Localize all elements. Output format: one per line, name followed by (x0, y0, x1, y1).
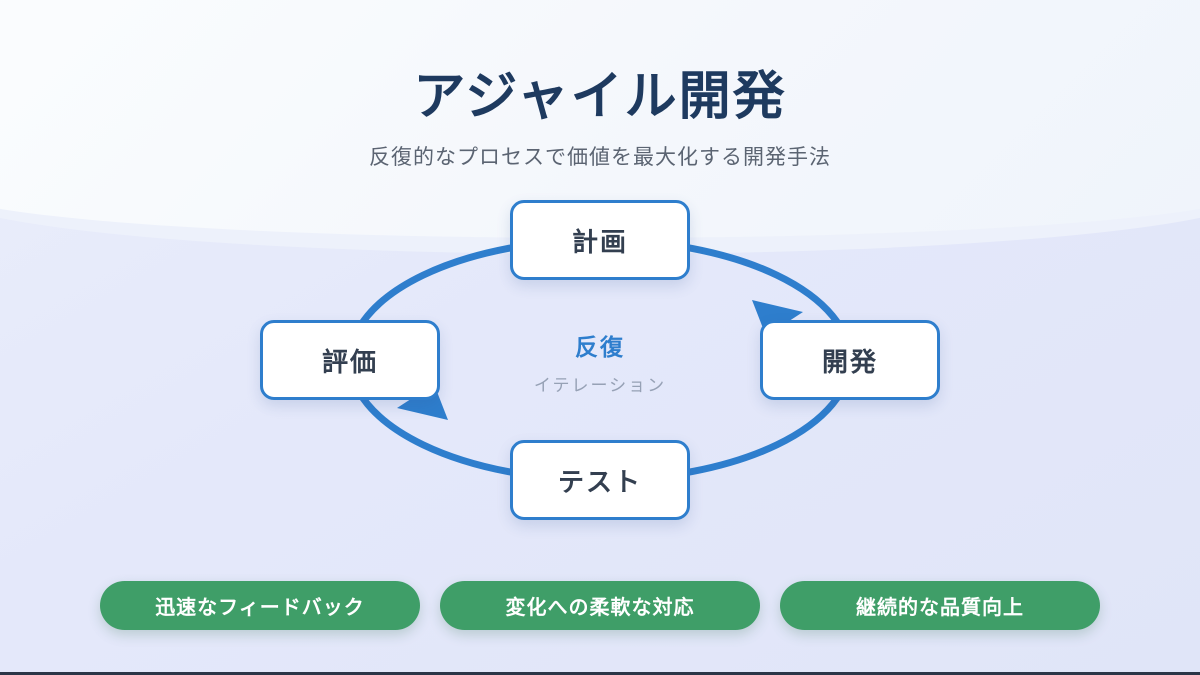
benefit-badge-label: 継続的な品質向上 (856, 595, 1024, 619)
cycle-node-label: 評価 (321, 347, 378, 378)
slide-header: アジャイル開発 反復的なプロセスで価値を最大化する開発手法 (0, 0, 1200, 171)
bottom-accent-bar (0, 672, 1200, 675)
cycle-node-evaluate: 評価 (260, 320, 440, 400)
page-subtitle: 反復的なプロセスで価値を最大化する開発手法 (369, 144, 831, 169)
benefit-badge-flexibility: 変化への柔軟な対応 (440, 581, 760, 630)
cycle-node-label: 計画 (571, 227, 628, 258)
cycle-node-test: テスト (510, 440, 690, 520)
cycle-node-plan: 計画 (510, 200, 690, 280)
benefit-badge-feedback: 迅速なフィードバック (100, 581, 420, 630)
page-title: アジャイル開発 (413, 67, 787, 127)
cycle-center-subtitle: イテレーション (533, 376, 667, 396)
cycle-node-label: 開発 (821, 347, 878, 378)
benefit-badges: 迅速なフィードバック 変化への柔軟な対応 継続的な品質向上 (100, 581, 1100, 630)
benefit-badge-label: 迅速なフィードバック (155, 595, 365, 619)
background-wave-top (0, 0, 1200, 238)
benefit-badge-label: 変化への柔軟な対応 (505, 595, 695, 619)
cycle-center-label: 反復 イテレーション (500, 328, 700, 396)
cycle-node-develop: 開発 (760, 320, 940, 400)
cycle-node-label: テスト (557, 467, 642, 498)
cycle-center-title: 反復 (575, 335, 625, 361)
benefit-badge-quality: 継続的な品質向上 (780, 581, 1100, 630)
